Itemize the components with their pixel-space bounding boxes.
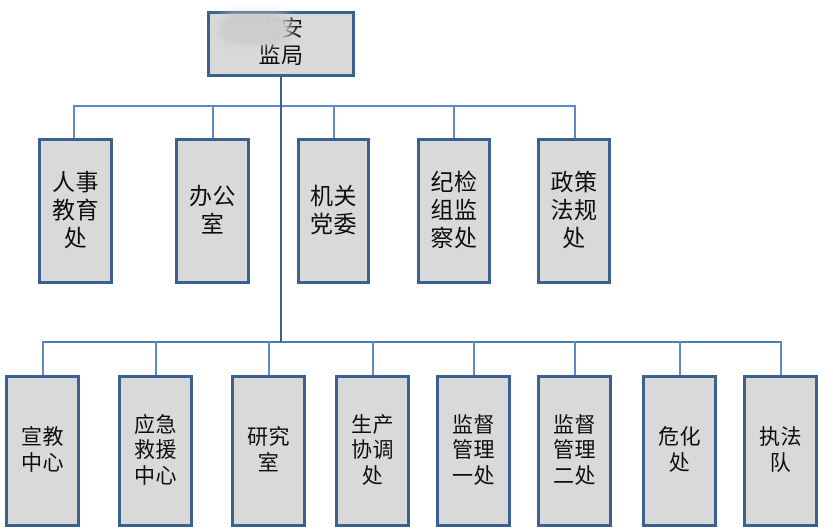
org-node-level3-5-label: 监督 管理 一处 bbox=[452, 412, 495, 488]
connector-drop-level2-5 bbox=[574, 105, 576, 138]
org-node-level3-3[interactable]: 研究 室 bbox=[231, 375, 306, 527]
connector-drop-level3-2 bbox=[155, 341, 157, 375]
connector-drop-level3-7 bbox=[679, 341, 681, 375]
org-node-level2-1[interactable]: 人事 教育 处 bbox=[38, 138, 113, 284]
org-node-level3-6-label: 监督 管理 二处 bbox=[553, 412, 596, 488]
org-node-level2-4[interactable]: 纪检 组监 察处 bbox=[417, 138, 491, 284]
connector-drop-level3-8 bbox=[780, 341, 782, 375]
org-node-level2-2[interactable]: 办公 室 bbox=[175, 138, 250, 284]
org-node-level3-1-label: 宣教 中心 bbox=[21, 425, 64, 475]
connector-bus-level2 bbox=[73, 105, 576, 107]
org-node-level2-5-label: 政策 法规 处 bbox=[550, 169, 598, 253]
org-node-level2-3-label: 机关 党委 bbox=[310, 183, 357, 238]
connector-drop-level3-1 bbox=[42, 341, 44, 375]
connector-trunk-main bbox=[280, 77, 282, 342]
org-node-level2-4-label: 纪检 组监 察处 bbox=[430, 169, 478, 253]
connector-drop-level3-6 bbox=[574, 341, 576, 375]
connector-drop-level2-2 bbox=[212, 105, 214, 138]
org-node-level3-2[interactable]: 应急 救援 中心 bbox=[118, 375, 193, 527]
org-node-level2-2-label: 办公 室 bbox=[189, 183, 236, 238]
org-node-level3-6[interactable]: 监督 管理 二处 bbox=[537, 375, 612, 527]
org-node-level3-4-label: 生产 协调 处 bbox=[351, 412, 394, 488]
org-node-level3-7[interactable]: 危化 处 bbox=[642, 375, 717, 527]
redaction-halo bbox=[219, 14, 291, 44]
org-node-level3-5[interactable]: 监督 管理 一处 bbox=[436, 375, 511, 527]
org-node-level2-1-label: 人事 教育 处 bbox=[52, 169, 99, 253]
org-node-level3-8[interactable]: 执法 队 bbox=[743, 375, 818, 527]
connector-bus-level3 bbox=[42, 341, 780, 343]
org-node-level3-2-label: 应急 救援 中心 bbox=[134, 412, 177, 488]
connector-drop-level2-3 bbox=[333, 105, 335, 138]
connector-drop-level2-1 bbox=[73, 105, 75, 138]
org-node-level3-8-label: 执法 队 bbox=[759, 425, 802, 475]
org-node-level3-3-label: 研究 室 bbox=[247, 425, 290, 475]
connector-drop-level2-4 bbox=[453, 105, 455, 138]
connector-drop-level3-5 bbox=[473, 341, 475, 375]
connector-drop-level3-4 bbox=[372, 341, 374, 375]
org-node-level3-7-label: 危化 处 bbox=[658, 425, 701, 475]
org-node-level3-1[interactable]: 宣教 中心 bbox=[5, 375, 80, 527]
org-node-level2-5[interactable]: 政策 法规 处 bbox=[537, 138, 611, 284]
org-node-level3-4[interactable]: 生产 协调 处 bbox=[335, 375, 410, 527]
connector-drop-level3-3 bbox=[268, 341, 270, 375]
org-node-level2-3[interactable]: 机关 党委 bbox=[297, 138, 370, 284]
